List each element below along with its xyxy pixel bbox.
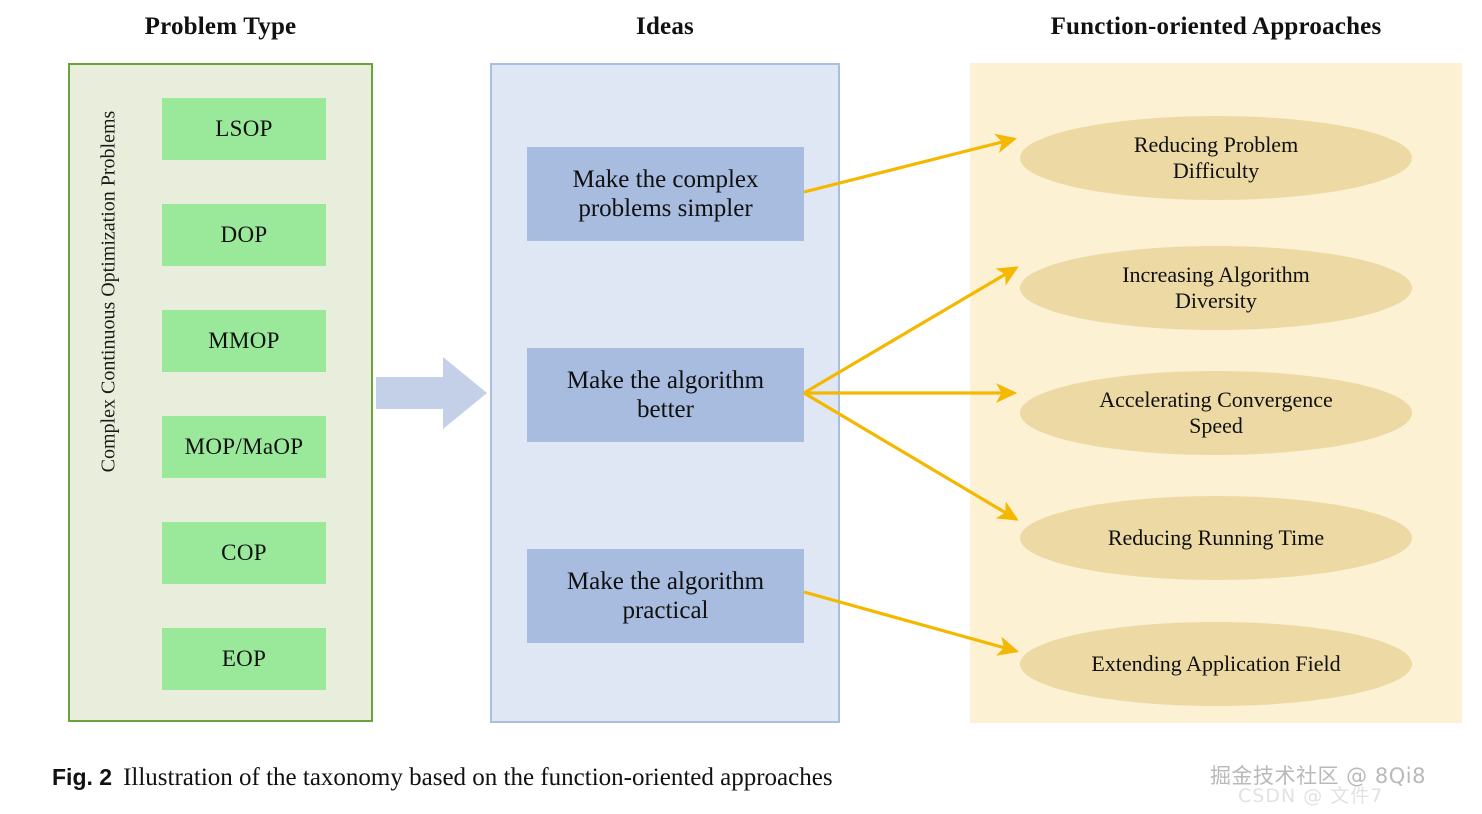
- approach-2-line-1: Increasing Algorithm: [1122, 262, 1310, 288]
- problem-type-box-dop[interactable]: DOP: [162, 204, 326, 266]
- block-arrow-problem-to-ideas: [376, 357, 487, 429]
- watermark-primary: 掘金技术社区 @ 8Qi8: [1210, 764, 1426, 788]
- problem-type-box-mmop[interactable]: MMOP: [162, 310, 326, 372]
- approach-ellipse-reducing-problem-difficulty[interactable]: Reducing Problem Difficulty: [1020, 116, 1412, 200]
- idea-box-make-the-algorithm-practical[interactable]: Make the algorithm practical: [527, 549, 804, 643]
- problem-type-box-cop[interactable]: COP: [162, 522, 326, 584]
- idea-box-3-line-1: Make the algorithm: [566, 568, 765, 595]
- idea-box-1-line-2: problems simpler: [578, 195, 753, 222]
- idea-box-make-the-complex-problems-simpler[interactable]: Make the complex problems simpler: [527, 147, 804, 241]
- column-header-ideas: Ideas: [636, 13, 694, 40]
- column-header-problem-type: Problem Type: [144, 13, 297, 40]
- figure-caption: Fig. 2 Illustration of the taxonomy based…: [52, 764, 833, 792]
- idea-box-1-line-1: Make the complex: [572, 166, 759, 193]
- problem-type-panel: Complex Continuous Optimization Problems…: [68, 63, 373, 722]
- idea-box-2-line-1: Make the algorithm: [566, 367, 765, 394]
- ideas-panel: Make the complex problems simpler Make t…: [490, 63, 840, 723]
- approach-ellipse-reducing-running-time[interactable]: Reducing Running Time: [1020, 496, 1412, 580]
- approach-3-line-2: Speed: [1189, 413, 1243, 438]
- watermark-secondary: CSDN @ 文件7: [1238, 785, 1384, 807]
- idea-box-2-line-2: better: [637, 396, 694, 423]
- figure-caption-text: Illustration of the taxonomy based on th…: [123, 764, 833, 791]
- problem-type-box-mop-maop[interactable]: MOP/MaOP: [162, 416, 326, 478]
- approach-1-line-1: Reducing Problem: [1133, 132, 1299, 158]
- approach-ellipse-accelerating-convergence-speed[interactable]: Accelerating Convergence Speed: [1020, 371, 1412, 455]
- approach-ellipse-increasing-algorithm-diversity[interactable]: Increasing Algorithm Diversity: [1020, 246, 1412, 330]
- idea-box-make-the-algorithm-better[interactable]: Make the algorithm better: [527, 348, 804, 442]
- approach-1-line-2: Difficulty: [1172, 158, 1260, 183]
- approach-4-line-1: Reducing Running Time: [1107, 525, 1325, 551]
- figure-number: Fig. 2: [52, 764, 113, 790]
- approach-ellipse-extending-application-field[interactable]: Extending Application Field: [1020, 622, 1412, 706]
- column-header-function-oriented-approaches: Function-oriented Approaches: [1050, 13, 1382, 40]
- idea-box-3-line-2: practical: [622, 597, 709, 624]
- vertical-axis-label-complex-continuous-optimization-problems: Complex Continuous Optimization Problems: [97, 110, 120, 473]
- approach-5-line-1: Extending Application Field: [1091, 651, 1341, 677]
- problem-type-box-lsop[interactable]: LSOP: [162, 98, 326, 160]
- problem-type-box-eop[interactable]: EOP: [162, 628, 326, 690]
- approach-3-line-1: Accelerating Convergence: [1099, 387, 1333, 413]
- function-oriented-approaches-panel: Reducing Problem Difficulty Increasing A…: [970, 63, 1462, 723]
- approach-2-line-2: Diversity: [1175, 288, 1257, 313]
